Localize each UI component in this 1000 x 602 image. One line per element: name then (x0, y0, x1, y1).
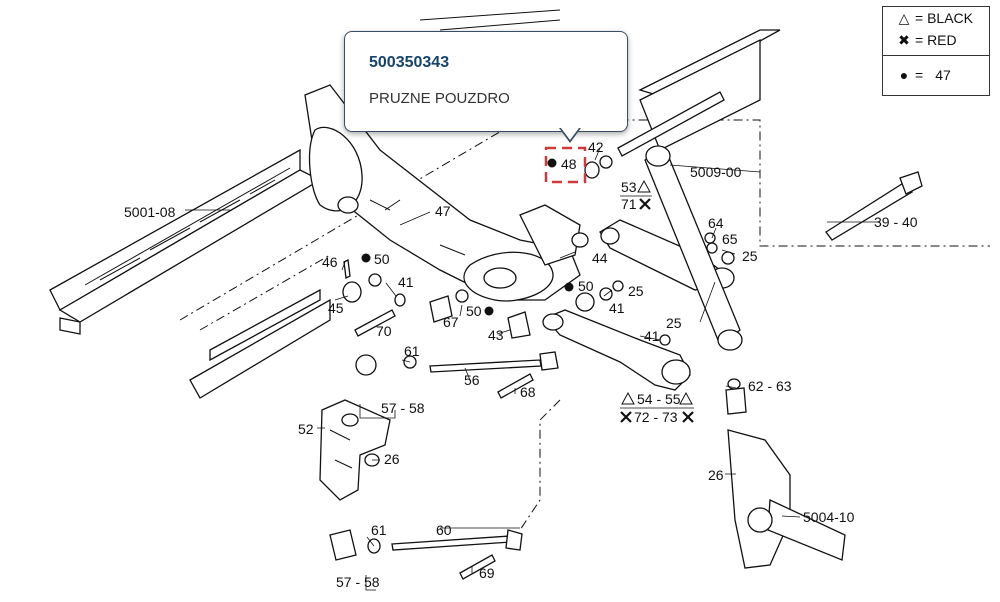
part-number[interactable]: 500350343 (369, 54, 450, 71)
callout-39-40[interactable]: 39 - 40 (874, 214, 918, 230)
triangle-marker (621, 391, 635, 405)
dot-marker (484, 306, 494, 316)
callout-62-63[interactable]: 62 - 63 (748, 378, 792, 394)
callout-45[interactable]: 45 (328, 300, 344, 316)
callout-5001-08[interactable]: 5001-08 (124, 204, 176, 220)
callout-44[interactable]: 44 (592, 250, 608, 266)
cross-icon: ✖ (898, 31, 910, 48)
callout-64[interactable]: 64 (708, 215, 724, 231)
bolt-68[interactable] (497, 373, 534, 399)
callout-60[interactable]: 60 (436, 522, 452, 538)
callout-52[interactable]: 52 (298, 421, 314, 437)
tooltip-pointer-inner (561, 128, 579, 140)
dot-marker (547, 158, 557, 168)
callout-50[interactable]: 50 (578, 278, 594, 294)
boundary-line (519, 399, 561, 531)
callout-50[interactable]: 50 (374, 251, 390, 267)
ball-joint-62-63[interactable] (725, 378, 747, 415)
callout-68[interactable]: 68 (520, 384, 536, 400)
boundary-line (199, 254, 331, 331)
legend-row-dot: ● = 47 (883, 55, 989, 86)
boundary-line (179, 119, 990, 321)
callout-54-55[interactable]: 54 - 55 (637, 391, 681, 407)
legend-row-red: ✖ = RED (883, 29, 989, 51)
long-bolt[interactable] (617, 91, 725, 157)
chassis-rail-5001-08[interactable] (49, 148, 331, 399)
callout-26[interactable]: 26 (708, 467, 724, 483)
dot-marker (361, 253, 371, 263)
callout-48[interactable]: 48 (561, 156, 577, 172)
callout-47[interactable]: 47 (435, 203, 451, 219)
part-description: PRUZNE POUZDRO (369, 90, 510, 107)
steering-knuckle-52[interactable] (319, 399, 391, 501)
cross-marker (620, 198, 694, 423)
callout-50[interactable]: 50 (466, 303, 482, 319)
legend-label: = BLACK (915, 10, 973, 26)
strut-5009-00[interactable] (644, 145, 743, 351)
cross-member-47[interactable] (304, 84, 581, 302)
part-tooltip: 500350343 PRUZNE POUZDRO (344, 31, 628, 132)
callout-57-58[interactable]: 57 - 58 (336, 574, 380, 590)
dot-icon: ● (899, 67, 909, 83)
triangle-marker (679, 391, 693, 405)
callout-41[interactable]: 41 (644, 328, 660, 344)
legend-row-black: △ = BLACK (883, 7, 989, 29)
callout-65[interactable]: 65 (722, 231, 738, 247)
callout-69[interactable]: 69 (479, 565, 495, 581)
legend-value: 47 (935, 67, 951, 83)
legend-label: = RED (915, 32, 957, 48)
callout-25[interactable]: 25 (666, 315, 682, 331)
callout-25[interactable]: 25 (742, 248, 758, 264)
tie-rod-56[interactable] (355, 351, 559, 376)
callout-67[interactable]: 67 (443, 314, 459, 330)
callout-53[interactable]: 53 (621, 179, 637, 195)
callout-26[interactable]: 26 (384, 451, 400, 467)
triangle-icon: △ (898, 9, 910, 26)
callout-25[interactable]: 25 (628, 283, 644, 299)
callout-61[interactable]: 61 (371, 522, 387, 538)
legend-label: = (915, 67, 924, 83)
dot-marker (564, 282, 574, 292)
callout-72-73[interactable]: 72 - 73 (634, 409, 678, 425)
tie-rod-60[interactable] (329, 529, 523, 561)
selected-part-marker[interactable] (544, 146, 587, 184)
callout-43[interactable]: 43 (488, 327, 504, 343)
callout-5009-00[interactable]: 5009-00 (690, 164, 742, 180)
bushing-43[interactable] (507, 311, 531, 339)
callout-5004-10[interactable]: 5004-10 (803, 509, 855, 525)
callout-41[interactable]: 41 (609, 300, 625, 316)
callout-46[interactable]: 46 (322, 254, 338, 270)
callout-42[interactable]: 42 (588, 139, 604, 155)
legend: △ = BLACK ✖ = RED ● = 47 (882, 6, 990, 96)
callout-71[interactable]: 71 (621, 196, 637, 212)
callout-41[interactable]: 41 (398, 274, 414, 290)
lower-control-arm[interactable] (542, 309, 691, 391)
leader-lines (185, 147, 880, 591)
steering-knuckle-5004-10[interactable] (727, 429, 846, 569)
callout-70[interactable]: 70 (376, 323, 392, 339)
callout-61[interactable]: 61 (404, 343, 420, 359)
callout-57-58[interactable]: 57 - 58 (381, 400, 425, 416)
callout-56[interactable]: 56 (464, 372, 480, 388)
bolt-69[interactable] (459, 554, 496, 580)
fraction-line (620, 195, 694, 409)
triangle-marker (637, 179, 651, 193)
bolt-39-40[interactable] (825, 171, 923, 241)
